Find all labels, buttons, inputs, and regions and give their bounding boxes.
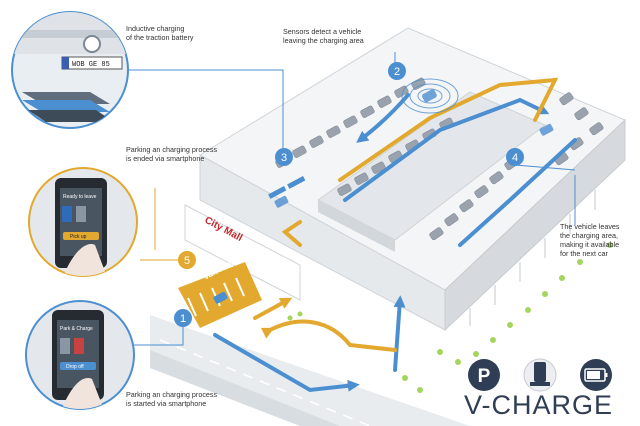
- step-marker-3: 3: [275, 148, 293, 166]
- caption-process-started: Parking an charging process is started v…: [126, 390, 218, 408]
- caption-vehicle-leaves: The vehicle leaves the charging area, ma…: [560, 222, 620, 258]
- caption-sensors: Sensors detect a vehicle leaving the cha…: [283, 27, 364, 45]
- step-marker-4: 4: [506, 148, 524, 166]
- car-logo-icon: [83, 35, 101, 53]
- phone-bottom-title: Park & Charge: [60, 326, 93, 332]
- phone-top-button: [63, 232, 99, 240]
- phone-bottom-button-label: Drop off: [66, 364, 84, 370]
- trees: [287, 242, 613, 393]
- charging-station-icon: [523, 358, 557, 392]
- leader-lines: [140, 188, 186, 261]
- sensor-waves: [274, 78, 554, 208]
- plate-text: WOB GE 85: [72, 61, 110, 69]
- brand-title: V-CHARGE: [464, 390, 614, 420]
- street: [150, 315, 470, 426]
- detail-circle-phone-started: Park & Charge Drop off: [25, 300, 135, 410]
- caption-inductive-charging: Inductive charging of the traction batte…: [126, 24, 194, 42]
- phone-top-button-label: Pick up: [70, 234, 87, 240]
- svg-text:1: 1: [180, 313, 186, 325]
- phone-bottom-button: [60, 362, 96, 370]
- step-marker-5: 5: [178, 251, 196, 269]
- step-marker-1: 1: [174, 309, 192, 327]
- phone-top-title: Ready to leave: [63, 194, 97, 200]
- detail-circle-inductive: WOB GE 85: [11, 11, 129, 129]
- car-row-right: [554, 92, 604, 166]
- parking-icon: P: [468, 359, 500, 391]
- gold-route: [253, 77, 559, 352]
- caption-process-ended: Parking an charging process is ended via…: [126, 145, 218, 163]
- step-marker-2: 2: [388, 62, 406, 80]
- detail-circle-phone-ended: Ready to leave Pick up: [28, 167, 138, 277]
- blue-route: [213, 93, 577, 393]
- valet-car: [213, 291, 228, 304]
- brand-icons: P: [468, 358, 612, 392]
- svg-text:3: 3: [281, 152, 287, 164]
- svg-text:2: 2: [394, 66, 400, 78]
- svg-text:5: 5: [184, 255, 190, 267]
- battery-icon: [580, 359, 612, 391]
- charging-bays: [268, 176, 306, 199]
- parking-garage: [184, 27, 626, 393]
- svg-text:4: 4: [512, 152, 518, 164]
- svg-text:P: P: [478, 366, 491, 387]
